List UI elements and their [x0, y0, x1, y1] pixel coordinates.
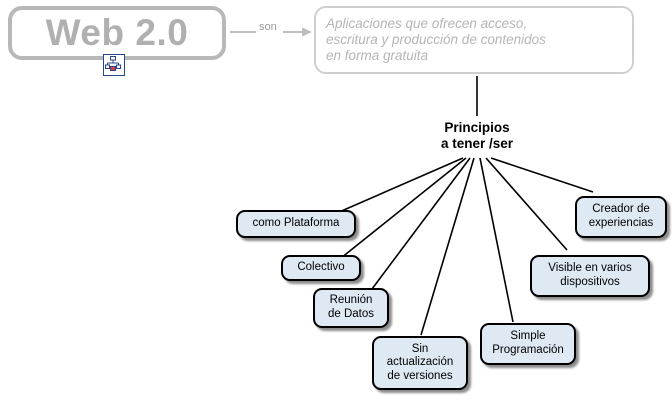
- arrowhead-icon: [302, 27, 312, 37]
- edge-center-to-colectivo: [340, 157, 467, 259]
- node-sin-actualizacion-de-versiones[interactable]: Sin actualización de versiones: [372, 336, 468, 390]
- definition-line-3: en forma gratuita: [326, 47, 429, 63]
- node-simple-programacion[interactable]: Simple Programación: [480, 323, 576, 365]
- edge-center-to-como-plataforma: [329, 157, 464, 217]
- node-reunion-de-datos-line-1: Reunión: [329, 294, 373, 307]
- center-topic[interactable]: Principios a tener /ser: [412, 118, 542, 154]
- node-visible-dispositivos-line-1: Visible en varios: [548, 262, 632, 275]
- node-reunion-de-datos[interactable]: Reunión de Datos: [313, 288, 389, 328]
- link-label-son: son: [259, 21, 277, 33]
- edge-center-to-creador-experiencias: [490, 157, 594, 193]
- node-simple-programacion-line-1: Simple: [510, 330, 546, 343]
- title-box-label: Web 2.0: [45, 12, 189, 54]
- node-reunion-de-datos-line-2: de Datos: [327, 308, 375, 320]
- edge-center-to-visible-dispositivos: [485, 157, 568, 251]
- node-visible-en-varios-dispositivos[interactable]: Visible en varios dispositivos: [530, 255, 650, 297]
- definition-box[interactable]: Aplicaciones que ofrecen acceso, escritu…: [314, 6, 634, 74]
- node-creador-experiencias-line-1: Creador de: [592, 203, 650, 216]
- edge-center-to-simple-programacion: [479, 157, 514, 323]
- edge-center-to-reunion-de-datos: [368, 157, 471, 294]
- node-como-plataforma[interactable]: como Plataforma: [236, 210, 356, 238]
- title-box[interactable]: Web 2.0: [8, 6, 226, 60]
- node-sin-actualizacion-line-1: Sin: [411, 342, 429, 355]
- node-colectivo[interactable]: Colectivo: [281, 255, 361, 281]
- cmap-badge-icon[interactable]: [103, 54, 125, 76]
- center-topic-line-2: a tener /ser: [440, 136, 514, 151]
- edge-center-to-sin-actualizacion: [420, 157, 475, 336]
- node-creador-experiencias-line-2: experiencias: [588, 217, 654, 229]
- node-sin-actualizacion-line-2: actualización: [386, 356, 454, 369]
- node-visible-dispositivos-line-2: dispositivos: [560, 276, 620, 288]
- node-sin-actualizacion-line-3: de versiones: [387, 369, 453, 382]
- definition-line-2: escritura y producción de contenidos: [326, 32, 546, 48]
- node-creador-de-experiencias[interactable]: Creador de experiencias: [575, 196, 667, 238]
- node-colectivo-line-1: Colectivo: [297, 261, 345, 274]
- center-topic-line-1: Principios: [444, 120, 510, 136]
- node-simple-programacion-line-2: Programación: [492, 344, 564, 356]
- definition-line-1: Aplicaciones que ofrecen acceso,: [326, 16, 528, 32]
- node-como-plataforma-line-1: como Plataforma: [252, 217, 340, 230]
